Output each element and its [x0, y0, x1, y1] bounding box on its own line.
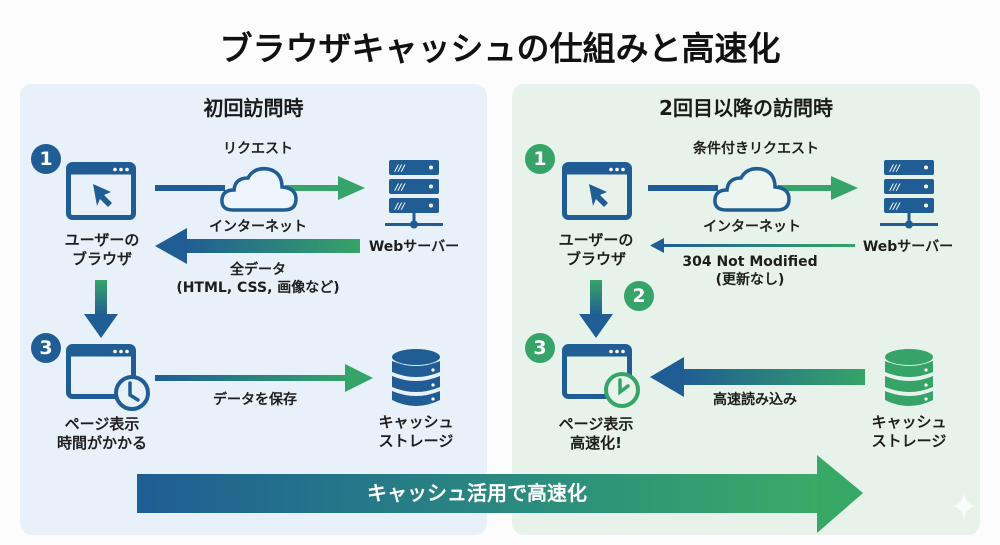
svg-text:///: /// — [394, 202, 406, 212]
response-label: 全データ (HTML, CSS, 画像など) — [176, 262, 340, 296]
browser-window-clock-icon — [66, 344, 150, 411]
internet-label: インターネット — [209, 219, 307, 235]
step-3-badge: 3 — [31, 333, 61, 363]
first-visit-title: 初回訪問時 — [203, 96, 304, 120]
page-display-label: ページ表示 時間がかかる — [56, 415, 147, 452]
server-rack-icon: /// /// /// — [385, 160, 443, 229]
internet-label: インターネット — [703, 219, 801, 235]
fast-load-label: 高速読み込み — [713, 392, 797, 408]
repeat-visit-title: 2回目以降の訪問時 — [659, 96, 833, 120]
page-title: ブラウザキャッシュの仕組みと高速化 — [219, 29, 781, 68]
svg-text:///: /// — [889, 202, 901, 212]
request-arrow — [155, 176, 365, 200]
fast-load-arrow — [650, 357, 865, 397]
database-icon — [392, 349, 440, 406]
cloud-icon — [713, 166, 791, 212]
browser-window-cursor-icon — [562, 162, 632, 220]
svg-text:///: /// — [889, 164, 901, 174]
conditional-request-arrow — [648, 176, 858, 200]
down-arrow — [579, 280, 613, 338]
step-1-badge: 1 — [525, 144, 555, 174]
conditional-request-label: 条件付きリクエスト — [693, 141, 819, 157]
step-2-badge: 2 — [624, 281, 654, 311]
not-modified-arrow — [650, 238, 855, 253]
server-rack-icon: /// /// /// — [880, 160, 938, 229]
database-icon — [885, 349, 933, 406]
browser-label: ユーザーの ブラウザ — [558, 231, 634, 268]
sparkle-icon — [953, 493, 975, 519]
speedup-label: キャッシュ活用で高速化 — [367, 481, 587, 505]
svg-text:///: /// — [889, 183, 901, 193]
save-label: データを保存 — [213, 392, 297, 408]
save-arrow — [155, 364, 373, 392]
browser-label: ユーザーの ブラウザ — [64, 231, 140, 268]
down-arrow — [84, 280, 118, 338]
server-label: Webサーバー — [862, 239, 954, 255]
server-label: Webサーバー — [368, 239, 460, 255]
svg-text:///: /// — [394, 183, 406, 193]
cache-storage-label: キャッシュ ストレージ — [378, 413, 454, 450]
page-display-label: ページ表示 高速化! — [558, 415, 634, 452]
browser-window-cursor-icon — [66, 162, 136, 220]
response-arrow — [155, 228, 360, 264]
cache-storage-label: キャッシュ ストレージ — [871, 413, 947, 450]
step-1-badge: 1 — [31, 144, 61, 174]
step-3-badge: 3 — [525, 333, 555, 363]
speedup-arrow — [137, 455, 863, 533]
svg-text:///: /// — [394, 164, 406, 174]
not-modified-label: 304 Not Modified (更新なし) — [682, 254, 818, 288]
request-label: リクエスト — [223, 141, 293, 157]
cloud-icon — [220, 166, 298, 212]
browser-window-clock-icon — [562, 344, 640, 408]
